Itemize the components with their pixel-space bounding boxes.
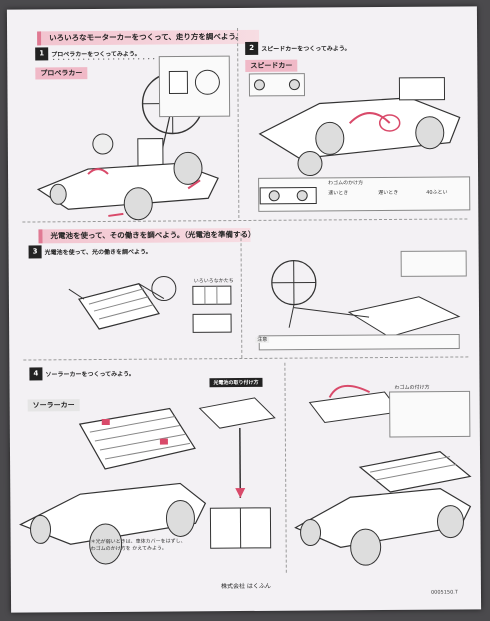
solar-panel-experiment-illustration [68, 276, 177, 330]
panel-mount-tab: 光電池の取り付け方 [209, 377, 263, 388]
publisher-brand: 株式会社 はくふん [220, 582, 271, 591]
gear-label-2: 遅いとき [378, 189, 399, 197]
panel-mount-illustration [198, 397, 276, 549]
propeller-test-illustration [258, 260, 461, 351]
speed-car-illustration [248, 73, 461, 177]
note-label: 注意 [255, 336, 270, 343]
solar-car-note: ＊光が弱いときは、車体カバーをはずし、わゴムのかけ方を かえてみよう。 [90, 538, 186, 553]
section-divider-2 [23, 356, 469, 361]
propeller-parts-illustration [158, 55, 231, 118]
step2-title: スピードカーをつくってみよう。 [261, 45, 351, 53]
gear-illustration [259, 186, 317, 205]
propeller-car-illustration [36, 72, 219, 221]
step2-number: 2 [245, 41, 259, 55]
product-code: 0005150.T [430, 589, 458, 596]
section2-vdivider [240, 233, 243, 359]
section2-banner: 光電池を使って、その働きを調べよう。（光電池を準備する） [38, 227, 251, 244]
panel-shapes-illustration [192, 285, 232, 333]
step1-desc: ・・・・・・・・・・・・・・・・・・・・・ [51, 56, 157, 64]
bulb-note-box [400, 250, 467, 277]
step3-number: 3 [28, 245, 42, 259]
step4-number: 4 [29, 367, 43, 381]
section1-banner: いろいろなモーターカーをつくって、走り方を調べよう。 [37, 29, 260, 46]
step3-title: 光電池を使って、光の働きを調べよう。 [44, 248, 152, 257]
solar-car-assembly-illustration [294, 384, 472, 566]
rubber-band-label: わゴムのかけ方 [328, 180, 364, 187]
step1-number: 1 [35, 47, 49, 61]
section3-vdivider [284, 362, 287, 573]
instruction-sheet: いろいろなモーターカーをつくって、走り方を調べよう。 1 プロペラカーをつくって… [6, 6, 482, 613]
gear-label-3: 40ふとい [426, 189, 448, 196]
solar-car-illustration [19, 407, 207, 565]
gear-label-1: 速いとき [328, 190, 349, 197]
step4-title: ソーラーカーをつくってみよう。 [45, 370, 135, 379]
